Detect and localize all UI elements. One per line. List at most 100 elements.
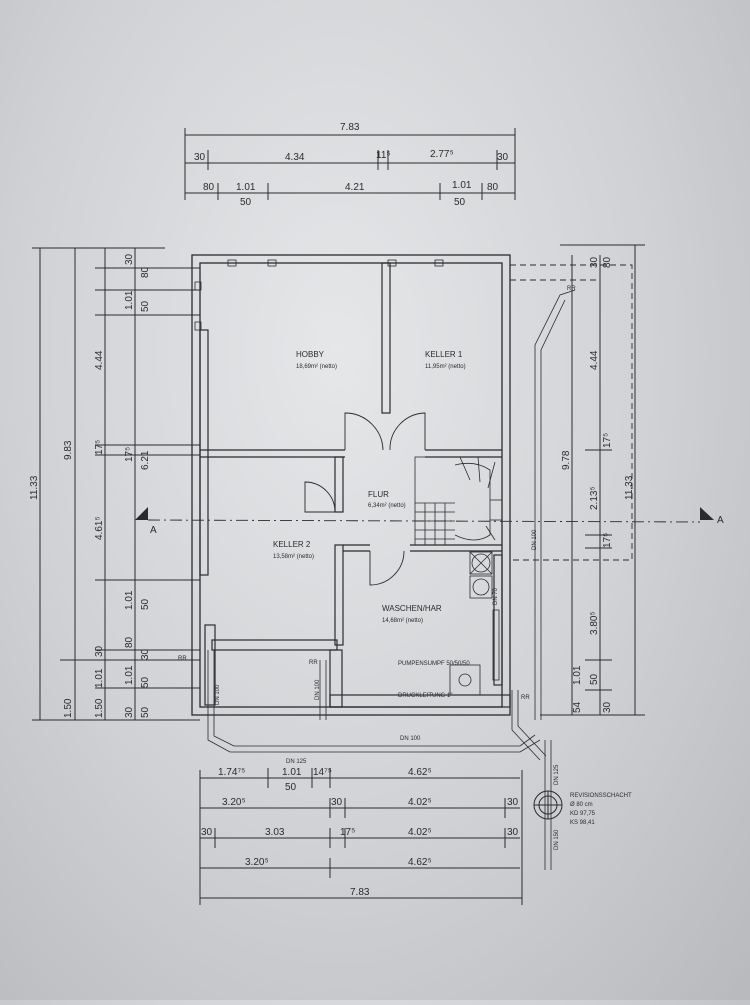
room-area-flur: 6,34m² (netto) (368, 503, 406, 509)
dim-left-bottom-3: 1.01 (124, 665, 135, 685)
dim-right-col4-1: 80 (602, 256, 613, 268)
revision-shaft-kd: KD 97,75 (570, 811, 596, 817)
dim-top-r2-1: 4.34 (285, 152, 305, 163)
dim-right-col3-0: 4.44 (589, 350, 600, 370)
dim-left-col3-3: 30 (94, 645, 105, 657)
dim-left-outer: 11.33 (29, 475, 40, 500)
dim-bottom-r1-1: 1.01 (282, 767, 302, 778)
dim-top-r3b-0: 50 (240, 197, 252, 208)
dn125-label-right: DN 125 (554, 764, 560, 785)
dim-top-r2-4: 30 (497, 152, 509, 163)
dim-bottom-r4-1: 4.62⁵ (408, 857, 432, 868)
dim-right-col4-5: 50 (589, 673, 600, 685)
dashed-outline (510, 264, 633, 561)
dim-bottom-r3-0: 30 (201, 827, 213, 838)
dim-left-col3-2: 4.61⁵ (94, 516, 105, 540)
dim-bottom-r1-2: 14⁷⁵ (313, 767, 332, 778)
dim-right-col4-4: 1.01 (572, 665, 583, 685)
staircase (414, 456, 503, 546)
dim-right-col4-0: 30 (589, 256, 600, 268)
dim-left-col3-5: 1.50 (94, 698, 105, 718)
dim-left-col4-7: 50 (140, 598, 151, 610)
dim-left-col4-5: 80 (140, 266, 151, 278)
room-name-hobby: HOBBY (296, 350, 325, 359)
dim-top-overall: 7.83 (340, 122, 360, 133)
dim-left-bottom-2: 80 (124, 636, 135, 648)
dn100-label-mid: DN 100 (315, 679, 321, 700)
outer-walls (191, 254, 511, 716)
left-dimension-lines (32, 247, 200, 721)
dim-top-r3-0: 80 (203, 182, 215, 193)
dim-bottom-r4-0: 3.20⁵ (245, 857, 269, 868)
dim-bottom-r3-4: 30 (507, 827, 519, 838)
laundry-equipment (449, 551, 500, 696)
section-label-left: A (150, 525, 157, 536)
room-area-hobby: 18,69m² (netto) (296, 364, 337, 370)
dim-right-col3-2: 3.80⁵ (589, 611, 600, 635)
dim-bottom-r2-3: 30 (507, 797, 519, 808)
room-area-keller2: 13,58m² (netto) (273, 554, 314, 560)
dim-top-r3-1: 1.01 (236, 182, 256, 193)
dim-top-r2-3: 2.77⁵ (430, 149, 454, 160)
dim-bottom-r1-3: 4.62⁵ (408, 767, 432, 778)
dim-left-bottom-6: 50 (140, 706, 151, 718)
room-name-keller2: KELLER 2 (273, 540, 311, 549)
rr-label-mid: RR (309, 660, 318, 666)
dim-left-col4-2: 50 (140, 300, 151, 312)
revision-shaft-title: REVISIONSSCHACHT (570, 793, 632, 799)
dim-top-r2-2: 11⁵ (376, 150, 391, 161)
dim-top-r3-3: 1.01 (452, 180, 472, 191)
interior-walls (199, 262, 511, 708)
top-dimension-lines (184, 128, 516, 200)
dim-right-col2: 9.78 (561, 450, 572, 470)
dim-bottom-r2-2: 4.02⁵ (408, 797, 432, 808)
dim-bottom-r1-0: 1.74⁷⁵ (218, 767, 245, 778)
dim-left-col4-3: 17⁵ (124, 447, 135, 462)
dim-top-r2-0: 30 (194, 152, 206, 163)
room-area-keller1: 11,95m² (netto) (425, 364, 466, 370)
dim-left-bottom-5: 30 (140, 648, 151, 660)
dim-right-col4-2: 17⁵ (602, 433, 613, 448)
section-arrow-right (700, 507, 714, 520)
room-name-keller1: KELLER 1 (425, 350, 463, 359)
dim-bottom-r2-0: 3.20⁵ (222, 797, 246, 808)
dn125-label-bottom: DN 125 (286, 759, 307, 765)
dim-bottom-r3-2: 17⁵ (340, 827, 355, 838)
dim-left-col4-0: 30 (124, 253, 135, 265)
rr-label-right: RR (521, 695, 530, 701)
dim-left-bottom-1: 50 (140, 676, 151, 688)
dn100-label-left: DN 100 (215, 684, 221, 705)
dim-left-col4-1: 1.01 (124, 290, 135, 310)
dim-left-col4-4: 6.21 (140, 450, 151, 470)
section-label-right: A (717, 515, 724, 526)
dim-left-col3-1: 17⁵ (94, 440, 105, 455)
pump-sump-label: PUMPENSUMPF 50/50/50 (398, 661, 470, 667)
dim-bottom-r3-3: 4.02⁵ (408, 827, 432, 838)
dim-top-r3-2: 4.21 (345, 182, 365, 193)
room-name-flur: FLUR (368, 490, 389, 499)
dim-bottom-r2-1: 30 (331, 797, 343, 808)
dn70-label: DN 70 (493, 587, 499, 605)
rr-label-left: RR (178, 656, 187, 662)
dim-bottom-overall: 7.83 (350, 887, 370, 898)
revision-shaft-size: Ø 80 cm (570, 802, 593, 808)
window-marks (194, 259, 444, 331)
dim-left-col2: 9.83 (63, 440, 74, 460)
revision-shaft (533, 790, 563, 820)
room-area-waschen: 14,68m² (netto) (382, 618, 423, 624)
pressure-line-label: DRUCKLEITUNG 1" (398, 693, 452, 699)
dim-right-col3-1: 2.13⁵ (589, 486, 600, 510)
dim-bottom-r1b-0: 50 (285, 782, 297, 793)
dim-left-col3-4: 1.01 (94, 668, 105, 688)
dim-left-col3-0: 4.44 (94, 350, 105, 370)
bottom-dimension-lines (199, 768, 523, 905)
dim-left-bottom-4: 1.50 (63, 698, 74, 718)
door-swings (304, 412, 426, 586)
revision-shaft-ks: KS 98,41 (570, 820, 595, 826)
dim-top-r3b-1: 50 (454, 197, 466, 208)
dim-left-bottom-0: 30 (124, 706, 135, 718)
drain-pipes (207, 289, 576, 870)
section-arrow-left (135, 507, 148, 520)
dn100-label-right: DN 100 (532, 529, 538, 550)
